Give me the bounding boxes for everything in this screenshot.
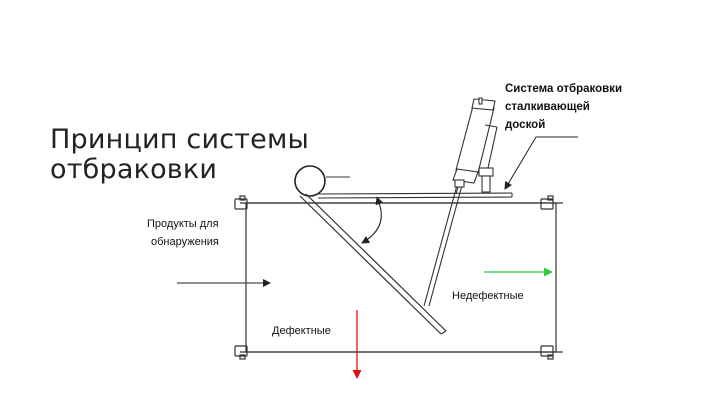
guide-rail	[317, 176, 513, 199]
reject-system-label-line-2: сталкивающей	[505, 101, 590, 113]
products-label-line-1: Продукты для	[147, 218, 219, 230]
reject-system-label-line-3: доской	[505, 119, 546, 131]
roller	[294, 165, 326, 197]
cylinder-rod	[423, 177, 465, 307]
pneumatic-cylinder	[452, 97, 498, 195]
reject-system-label-line-1: Система отбраковки	[505, 83, 623, 95]
page-title-line-2: отбраковки	[50, 154, 218, 185]
curved-double-arrow-icon	[361, 196, 384, 244]
page-title-line-1: Принцип системы	[50, 124, 310, 155]
products-label-line-2: обнаружения	[151, 236, 219, 248]
callout-leader-line	[504, 136, 578, 190]
non-defective-label: Недефектные	[452, 290, 524, 302]
pusher-board	[299, 193, 447, 335]
defective-label: Дефектные	[272, 325, 331, 337]
conveyor-frame	[234, 195, 563, 360]
